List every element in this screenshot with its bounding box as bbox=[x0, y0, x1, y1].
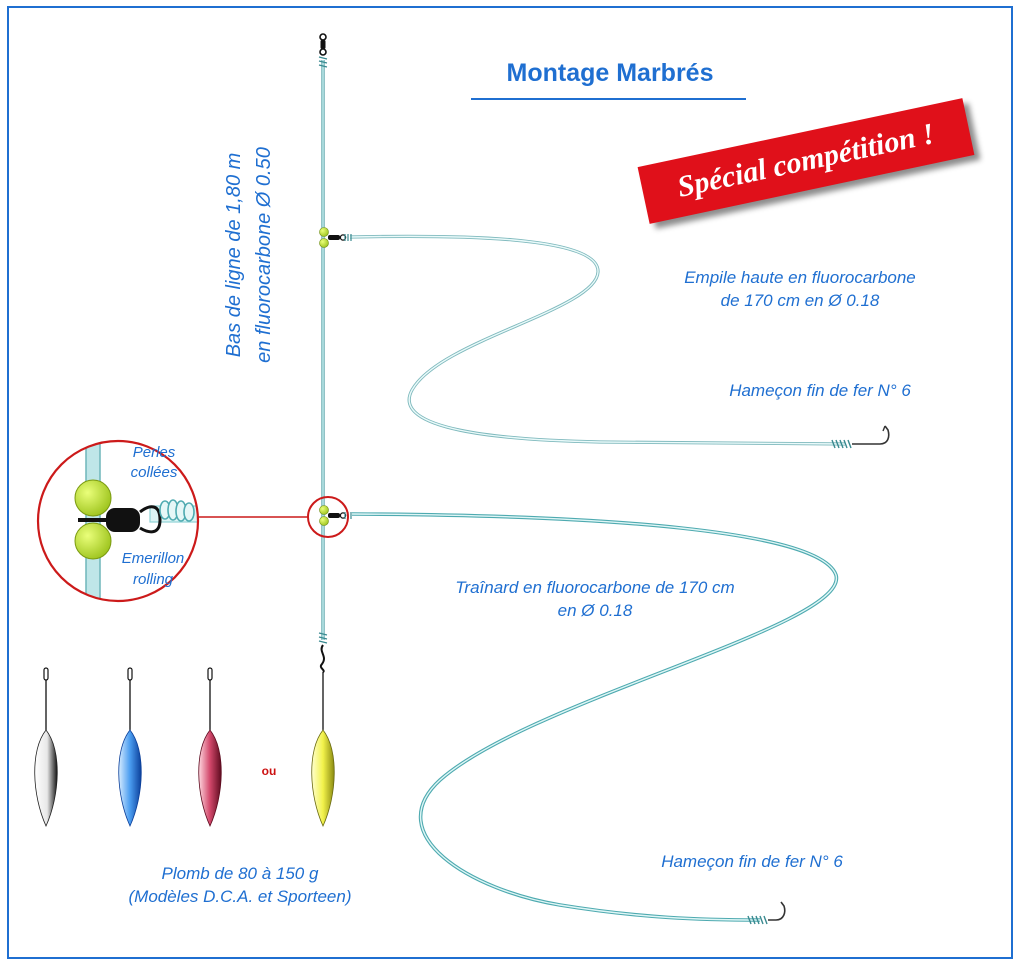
lower-hook-label: Hameçon fin de fer N° 6 bbox=[661, 852, 843, 871]
zoom-knot-icon bbox=[159, 499, 195, 522]
beads-label: Perles collées bbox=[114, 443, 194, 483]
bottom-snap-icon bbox=[318, 632, 328, 730]
swivel-label-1: Emerillon bbox=[121, 550, 185, 567]
lower-snood-label-1: Traînard en fluorocarbone de 170 cm bbox=[455, 578, 735, 597]
diagram-frame bbox=[7, 6, 1013, 959]
or-label: ou bbox=[261, 764, 277, 778]
sinker-label: Plomb de 80 à 150 g (Modèles D.C.A. et S… bbox=[90, 862, 390, 908]
upper-junction-beads-icon bbox=[319, 227, 352, 248]
swivel-label-2: rolling bbox=[132, 571, 174, 588]
sinker-label-1: Plomb de 80 à 150 g bbox=[161, 864, 319, 883]
lower-snood-line bbox=[351, 512, 838, 922]
zoom-swivel-icon bbox=[78, 505, 162, 534]
title-underline bbox=[471, 98, 746, 100]
detail-zoom-circle bbox=[36, 439, 200, 603]
swivel-label: Emerillon rolling bbox=[108, 548, 198, 590]
sinker-label-2: (Modèles D.C.A. et Sporteen) bbox=[128, 887, 352, 906]
sinker-blue-icon bbox=[118, 667, 142, 827]
upper-snood-label-2: de 170 cm en Ø 0.18 bbox=[720, 291, 880, 310]
upper-hook-icon bbox=[831, 425, 890, 449]
main-line-label-1: Bas de ligne de 1,80 m bbox=[223, 152, 245, 358]
upper-snood-label-1: Empile haute en fluorocarbone bbox=[684, 268, 916, 287]
junction-highlight-circle bbox=[307, 496, 349, 538]
upper-hook-label: Hameçon fin de fer N° 6 bbox=[729, 381, 911, 400]
lower-snood-label-2: en Ø 0.18 bbox=[557, 601, 633, 620]
upper-snood-line bbox=[349, 234, 846, 446]
sinker-red-icon bbox=[198, 667, 222, 827]
lower-hook-icon bbox=[747, 901, 786, 925]
sinker-yellow-icon bbox=[311, 729, 335, 827]
zoom-beads-icon bbox=[74, 479, 112, 560]
diagram-title: Montage Marbrés bbox=[506, 59, 714, 87]
beads-label-2: collées bbox=[130, 464, 178, 481]
upper-snood-label: Empile haute en fluorocarbone de 170 cm … bbox=[640, 266, 960, 312]
lower-snood-label: Traînard en fluorocarbone de 170 cm en Ø… bbox=[420, 576, 770, 622]
top-swivel-icon bbox=[318, 33, 328, 68]
main-line-label: Bas de ligne de 1,80 m en fluorocarbone … bbox=[219, 105, 279, 405]
beads-label-1: Perles bbox=[132, 444, 176, 461]
main-line-label-2: en fluorocarbone Ø 0.50 bbox=[253, 147, 275, 363]
sinker-white-icon bbox=[34, 667, 58, 827]
